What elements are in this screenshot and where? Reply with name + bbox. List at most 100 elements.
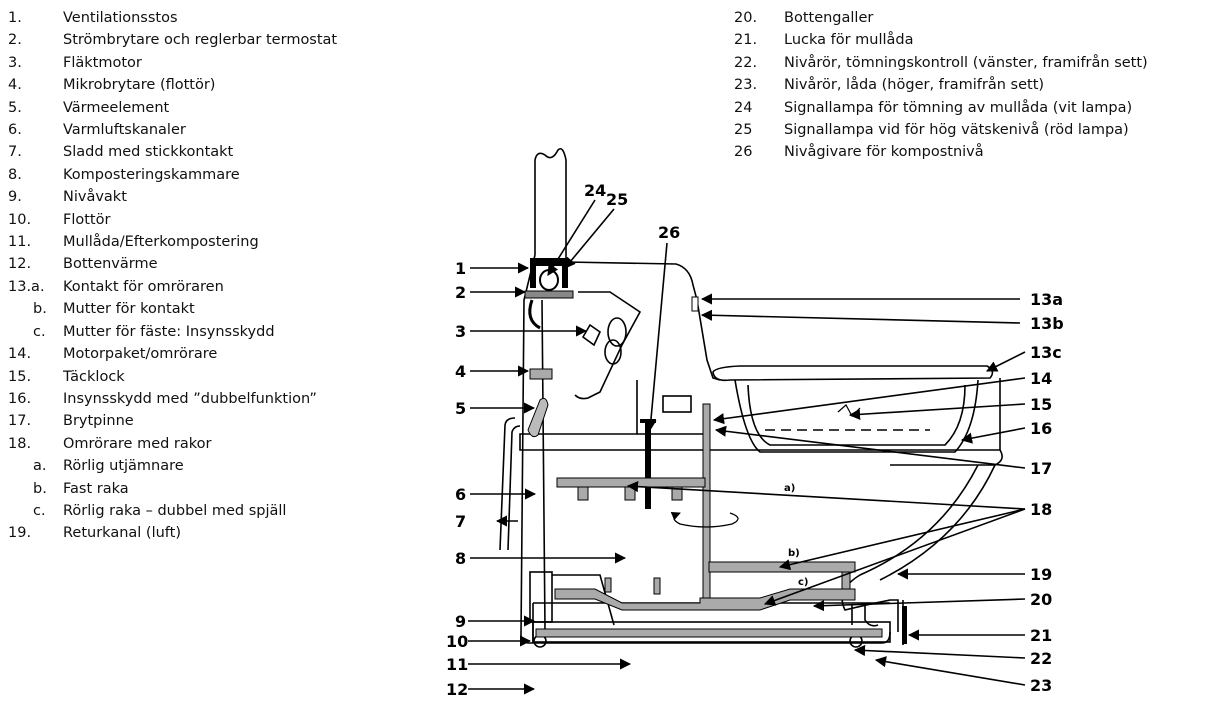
legend-text: Rörlig raka – dubbel med spjäll	[63, 502, 287, 519]
legend-item: 20. Bottengaller	[734, 7, 1148, 29]
callout-6: 6	[455, 485, 466, 504]
legend-number: a.	[33, 458, 47, 475]
legend-text: Nivårör, låda (höger, framifrån sett)	[784, 77, 1045, 94]
callout-13b: 13b	[1030, 314, 1064, 333]
motor-pack	[662, 395, 692, 413]
legend-text: Insynsskydd med ”dubbelfunktion”	[63, 390, 317, 407]
sub-label-a: a)	[784, 483, 795, 494]
legend-number: 21.	[734, 32, 758, 49]
legend-item: 22.Nivårör, tömningskontroll (vänster, f…	[734, 52, 1148, 74]
callout-26: 26	[658, 223, 680, 242]
callout-18: 18	[1030, 500, 1052, 519]
legend-text: Lucka för mullåda	[784, 32, 914, 49]
legend-item: 7.Sladd med stickkontakt	[8, 141, 337, 163]
legend-item: 19.Returkanal (luft)	[8, 522, 337, 544]
legend-item: 11.Mullåda/Efterkompostering	[8, 231, 337, 253]
legend-text: Ventilationsstos	[63, 10, 178, 26]
vent-pipe	[534, 147, 567, 258]
callout-10: 10	[446, 632, 468, 651]
legend-number: 6.	[8, 122, 22, 139]
legend-number: 9.	[8, 189, 22, 206]
legend-text: Bottengaller	[784, 10, 874, 26]
legend-text: Sladd med stickkontakt	[63, 144, 234, 161]
callout-8: 8	[455, 549, 466, 568]
return-channel	[841, 464, 979, 632]
legend-item: a. Rörlig utjämnare	[8, 455, 337, 477]
legend-number: 24	[734, 99, 753, 116]
legend-item: 17. Brytpinne	[8, 410, 337, 432]
legend-number: 17.	[8, 413, 32, 430]
legend-number: 18.	[8, 435, 32, 452]
callout-labels: 1 2 3 4 5 6 7 8 9 10 11 12 13a 13b 13c 1…	[446, 181, 1064, 699]
filled-parts	[499, 258, 907, 644]
vent-cap	[530, 258, 568, 266]
legend-text: Flottör	[63, 211, 111, 228]
callout-1: 1	[455, 259, 466, 278]
callout-25: 25	[606, 190, 628, 209]
bottom-heater	[535, 628, 883, 638]
legend-number: b.	[33, 301, 47, 318]
legend-text: Fast raka	[63, 480, 129, 497]
legend-number: 5.	[8, 99, 22, 116]
legend-number: 23.	[734, 77, 758, 94]
connector	[691, 296, 699, 312]
sub-label-c: c)	[798, 577, 809, 588]
callout-13a: 13a	[1030, 290, 1063, 309]
legend-item: 8.Komposteringskammare	[8, 164, 337, 186]
callout-15: 15	[1030, 395, 1052, 414]
legend-item: 12.Bottenvärme	[8, 253, 337, 275]
legend-text: Brytpinne	[63, 413, 134, 430]
callout-20: 20	[1030, 590, 1052, 609]
callout-13c: 13c	[1030, 343, 1062, 362]
callout-9: 9	[455, 612, 466, 631]
micro-switch	[529, 368, 553, 380]
legend-text: Täcklock	[63, 368, 125, 385]
legend-text: Returkanal (luft)	[63, 525, 181, 542]
sub-label-b: b)	[788, 548, 800, 559]
legend-text: Omrörare med rakor	[63, 435, 212, 452]
legend-text: Nivåvakt	[63, 189, 127, 206]
legend-item: 13.a.Kontakt för omröraren	[8, 276, 337, 298]
callout-7: 7	[455, 512, 466, 531]
callout-4: 4	[455, 362, 466, 381]
legend-item: 9. Nivåvakt	[8, 186, 337, 208]
legend-text: Komposteringskammare	[63, 166, 240, 183]
leader-lines	[468, 199, 1026, 695]
callout-22: 22	[1030, 649, 1052, 668]
legend-text: Värmeelement	[63, 99, 170, 116]
level-sensor	[645, 419, 651, 509]
legend-item: c.Mutter för fäste: Insynsskydd	[8, 321, 337, 343]
legend-number: b.	[33, 480, 47, 497]
legend-text: Mikrobrytare (flottör)	[63, 77, 216, 94]
heater-element	[527, 397, 549, 438]
legend-text: Signallampa för tömning av mullåda (vit …	[784, 99, 1133, 116]
legend-number: c.	[33, 502, 46, 519]
callout-3: 3	[455, 322, 466, 341]
legend-text: Mutter för kontakt	[63, 301, 195, 318]
callout-19: 19	[1030, 565, 1052, 584]
legend-item: 23. Nivårör, låda (höger, framifrån sett)	[734, 74, 1148, 96]
callout-12: 12	[446, 680, 468, 699]
legend-text: Kontakt för omröraren	[63, 278, 224, 295]
fan-housing	[574, 291, 642, 400]
legend-number: 14.	[8, 346, 32, 363]
drawer-hatch	[902, 606, 907, 644]
fan-motor	[607, 317, 627, 347]
float	[529, 571, 553, 623]
legend-number: 1.	[8, 10, 22, 26]
legend-item: 10. Flottör	[8, 209, 337, 231]
callout-5: 5	[455, 399, 466, 418]
callout-14: 14	[1030, 369, 1052, 388]
legend-text: Strömbrytare och reglerbar termostat	[63, 32, 338, 49]
power-cord	[499, 417, 516, 551]
legend-number: 10.	[8, 211, 32, 228]
legend-number: 16.	[8, 390, 32, 407]
legend-number: 20.	[734, 10, 758, 26]
callout-17: 17	[1030, 459, 1052, 478]
legend-number: 26	[734, 144, 753, 161]
legend-text: Rörlig utjämnare	[63, 458, 184, 475]
legend-item: b. Fast raka	[8, 478, 337, 500]
legend-number: 25	[734, 122, 753, 139]
rake-c	[554, 588, 856, 611]
